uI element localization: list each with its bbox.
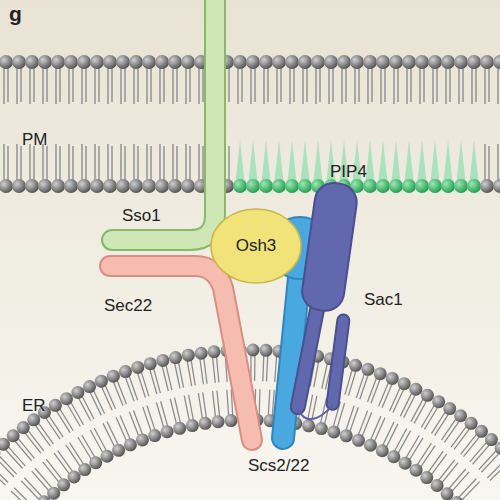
panel-letter: g xyxy=(9,2,22,26)
sac1-protein xyxy=(285,181,364,422)
lipid-bilayers xyxy=(0,55,500,500)
sec22-protein xyxy=(110,266,252,440)
membrane-name: ER xyxy=(22,396,46,416)
lipid-name: PIP4 xyxy=(330,162,367,182)
membrane-name: PM xyxy=(22,130,48,150)
protein-name: Sec22 xyxy=(104,296,152,316)
protein-name: Sso1 xyxy=(122,206,161,226)
protein-name: Sac1 xyxy=(364,290,403,310)
sso1-protein xyxy=(112,0,215,240)
protein-name: Scs2/22 xyxy=(248,456,309,476)
protein-ellipse: Osh3 xyxy=(210,208,302,284)
protein-name: Osh3 xyxy=(236,236,277,256)
